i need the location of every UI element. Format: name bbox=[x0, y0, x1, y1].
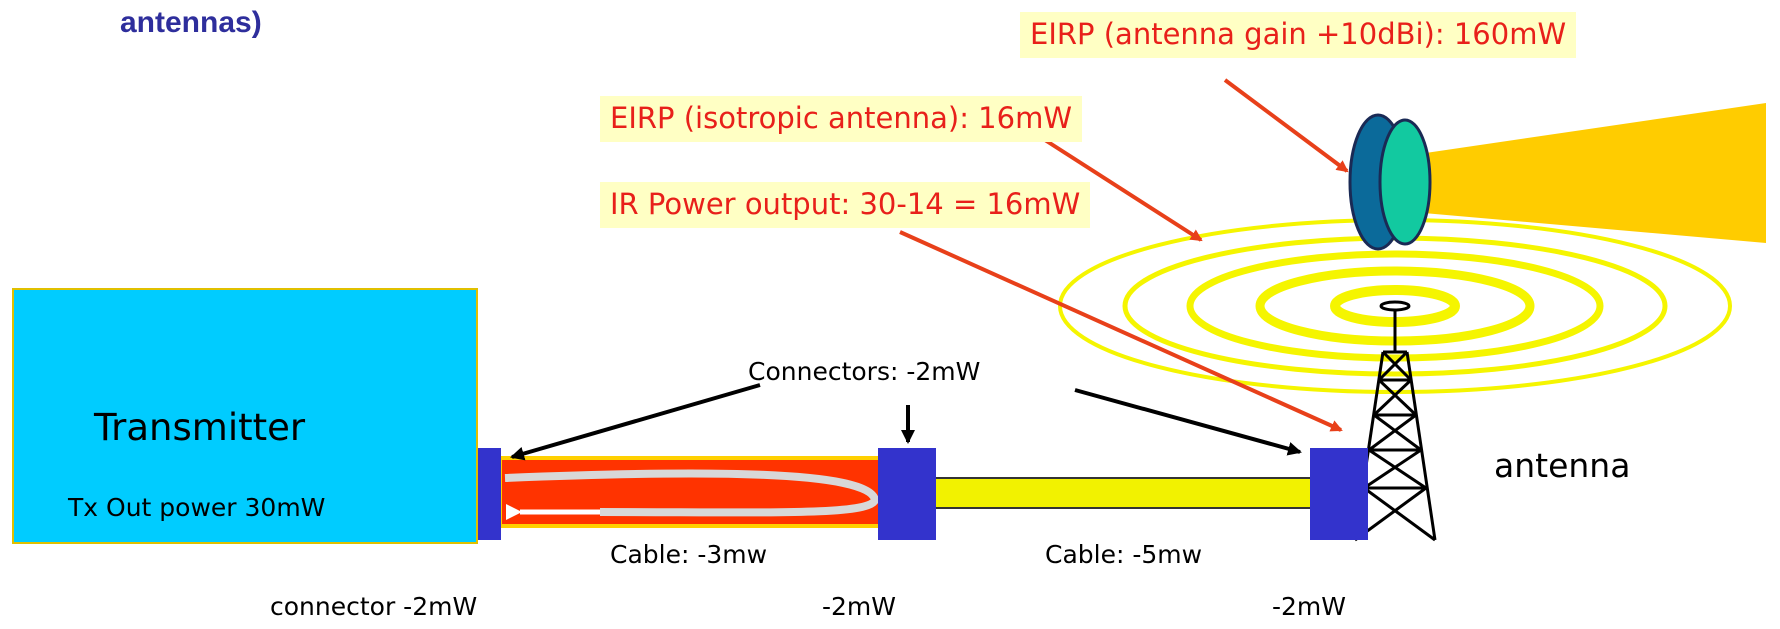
transmitter-output: Tx Out power 30mW bbox=[68, 493, 326, 522]
cable-2 bbox=[934, 477, 1316, 509]
cable-2-label: Cable: -5mw bbox=[1045, 540, 1203, 569]
cable-1-label: Cable: -3mw bbox=[610, 540, 768, 569]
page-heading: antennas) bbox=[120, 6, 262, 39]
connector-1-loss: connector -2mW bbox=[270, 592, 478, 621]
connector-arrows bbox=[510, 383, 1302, 461]
ring-3 bbox=[1186, 250, 1604, 362]
transmitter-title: Transmitter bbox=[94, 406, 306, 449]
ir-power-callout: IR Power output: 30-14 = 16mW bbox=[600, 182, 1091, 228]
antenna-label: antenna bbox=[1494, 446, 1631, 485]
connector-2-loss: -2mW bbox=[822, 592, 896, 621]
cable-1 bbox=[498, 456, 884, 528]
callout-arrows bbox=[899, 78, 1349, 432]
connectors-label: Connectors: -2mW bbox=[748, 357, 981, 386]
connector-3 bbox=[1310, 448, 1368, 540]
beam bbox=[1412, 103, 1766, 243]
transmitter-box: Transmitter Tx Out power 30mW bbox=[12, 288, 478, 544]
dish-front bbox=[1378, 118, 1432, 246]
eirp-gain-callout: EIRP (antenna gain +10dBi): 160mW bbox=[1020, 12, 1577, 58]
connector-3-loss: -2mW bbox=[1272, 592, 1346, 621]
eirp-isotropic-callout: EIRP (isotropic antenna): 16mW bbox=[600, 96, 1083, 142]
connector-2 bbox=[878, 448, 936, 540]
directional-antenna bbox=[1348, 103, 1766, 251]
